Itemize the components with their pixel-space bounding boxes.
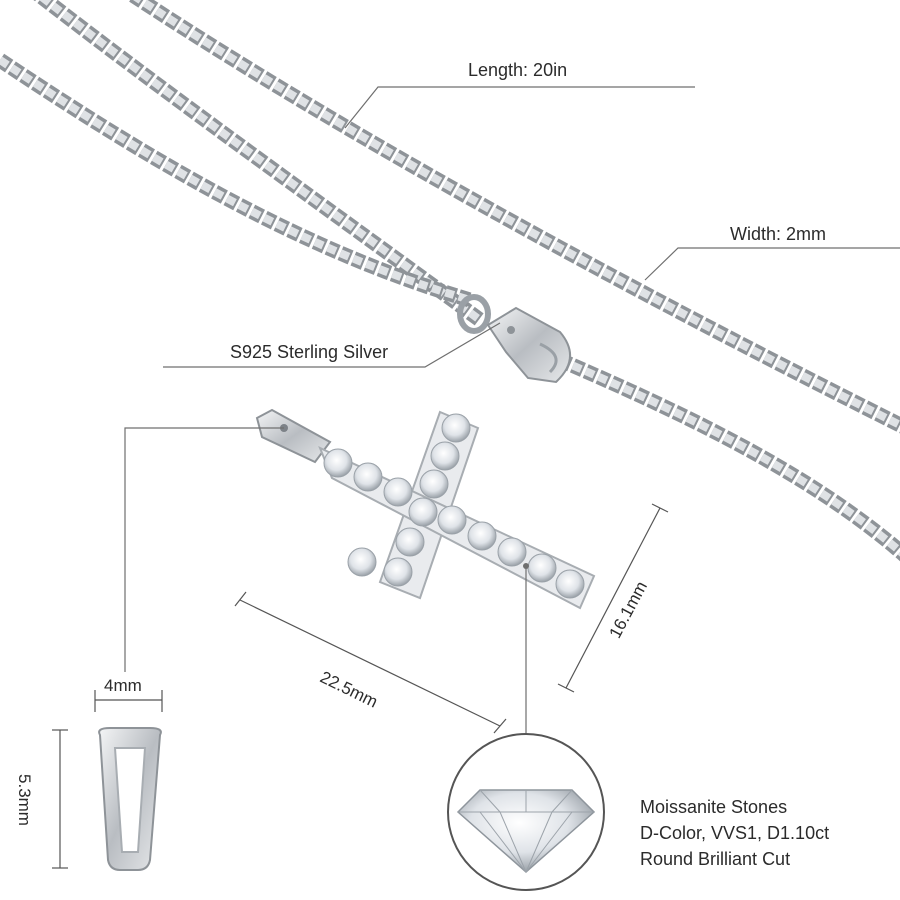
stone-cut: Round Brilliant Cut: [640, 849, 791, 869]
chain: [0, 0, 900, 562]
cross-pendant: [255, 408, 596, 610]
bail-width-label: 4mm: [104, 676, 142, 695]
bail-height-label: 5.3mm: [14, 774, 34, 826]
stone-grade: D-Color, VVS1, D1.10ct: [640, 823, 830, 843]
dimension-lines: [52, 503, 669, 869]
stone-inset: [447, 733, 605, 891]
length-callout: Length: 20in: [468, 60, 568, 80]
bail-profile: [98, 727, 162, 871]
material-callout: S925 Sterling Silver: [230, 342, 389, 362]
stone-type: Moissanite Stones: [640, 797, 788, 817]
lobster-clasp: [457, 294, 571, 384]
stone-specs: Moissanite Stones D-Color, VVS1, D1.10ct…: [640, 794, 829, 872]
callout-lines: [124, 86, 900, 742]
width-callout: Width: 2mm: [730, 224, 827, 244]
